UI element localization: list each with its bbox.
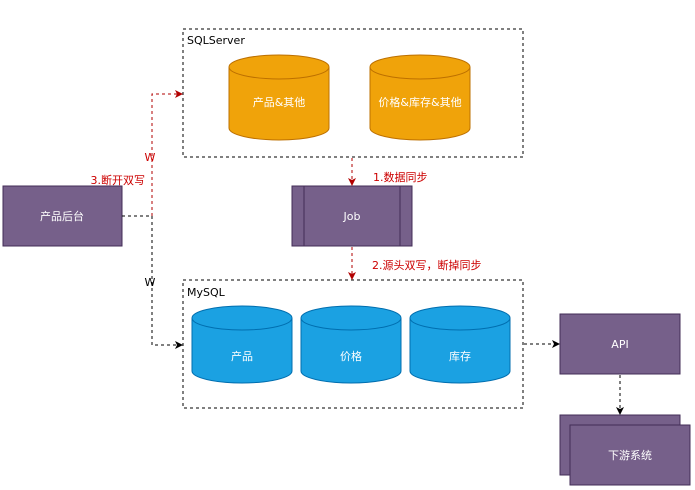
db-mysql-inventory-label: 库存 <box>449 349 471 363</box>
db-mysql-inventory[interactable]: 库存 <box>409 305 511 384</box>
db-mysql-price[interactable]: 价格 <box>300 305 402 384</box>
edge-write-mysql <box>122 215 183 349</box>
node-api[interactable]: API <box>559 313 681 375</box>
mysql-label: MySQL <box>187 286 226 299</box>
db-sqlserver-price-inventory-label: 价格&库存&其他 <box>378 95 461 109</box>
edge-label-source-double-write: 2.源头双写，断掉同步 <box>372 258 482 272</box>
edge-label-write-bottom: W <box>145 276 156 289</box>
sqlserver-group: SQLServer <box>182 28 524 158</box>
node-job[interactable]: Job <box>291 185 413 247</box>
node-downstream[interactable]: 下游系统 <box>559 414 691 486</box>
db-mysql-price-label: 价格 <box>340 349 362 363</box>
node-job-label: Job <box>343 210 361 223</box>
node-product-backend[interactable]: 产品后台 <box>2 185 123 247</box>
db-mysql-products-label: 产品 <box>231 349 253 363</box>
db-sqlserver-price-inventory[interactable]: 价格&库存&其他 <box>369 54 471 141</box>
db-sqlserver-products[interactable]: 产品&其他 <box>228 54 330 141</box>
node-api-label: API <box>611 338 628 351</box>
sqlserver-label: SQLServer <box>187 34 245 47</box>
db-mysql-products[interactable]: 产品 <box>191 305 293 384</box>
edge-label-break-double-write: 3.断开双写 <box>91 173 146 187</box>
edge-label-data-sync: 1.数据同步 <box>373 170 428 184</box>
edge-label-write-top: W <box>145 151 156 164</box>
mysql-group: MySQL <box>182 279 524 409</box>
db-sqlserver-products-label: 产品&其他 <box>253 95 306 109</box>
node-downstream-label: 下游系统 <box>608 449 652 462</box>
node-product-backend-label: 产品后台 <box>40 209 84 223</box>
